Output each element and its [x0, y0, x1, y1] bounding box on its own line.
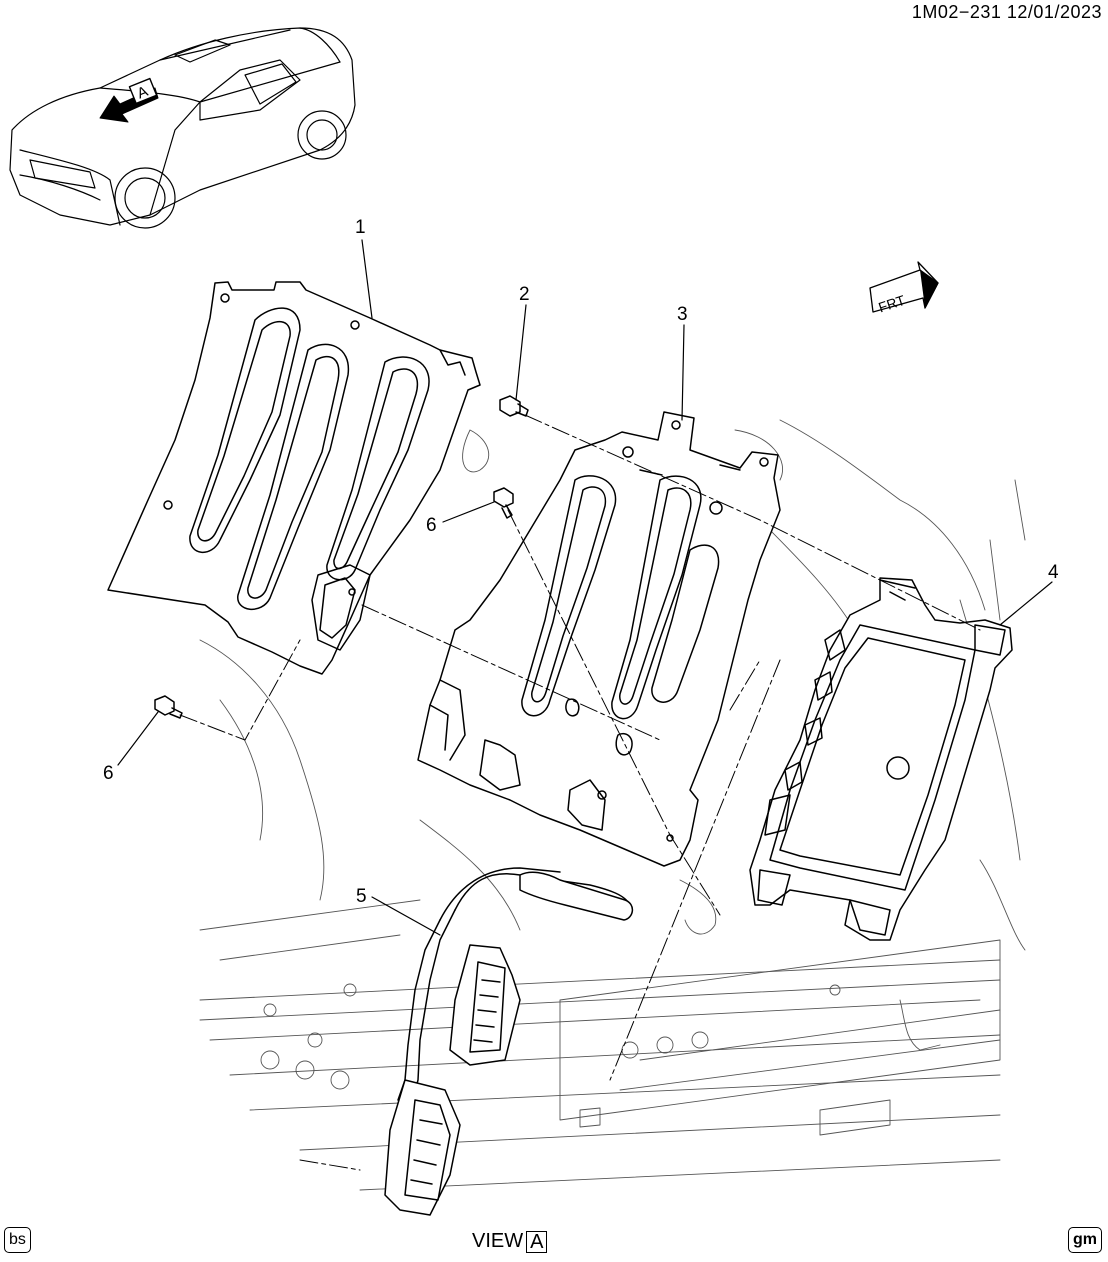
part-1-shield-panel	[107, 281, 481, 675]
diagram-reference-code: 1M02−231 12/01/2023	[911, 2, 1102, 22]
gm-logo-badge: gm	[1068, 1227, 1102, 1253]
vehicle-inset	[9, 27, 356, 229]
floor-holes	[260, 983, 841, 1090]
part-5-wiring-harness	[384, 867, 634, 1216]
bs-badge: bs	[4, 1227, 31, 1253]
view-letter-badge: A	[526, 1230, 548, 1253]
callout-1: 1	[355, 217, 366, 238]
fastener-6-lower-bolt	[154, 695, 183, 719]
callout-6-upper: 6	[426, 515, 437, 536]
callout-leaders	[117, 239, 1053, 936]
fastener-2-bolt	[499, 395, 529, 417]
callout-4: 4	[1048, 562, 1059, 583]
view-caption: VIEW A	[472, 1230, 548, 1253]
front-direction-marker: FRT	[869, 261, 939, 315]
callout-6-lower: 6	[103, 763, 114, 784]
callout-3: 3	[677, 304, 688, 325]
callout-5: 5	[356, 886, 367, 907]
view-letter-box	[128, 77, 158, 105]
assembly-lines	[179, 414, 981, 1171]
fastener-6-upper-bolt	[493, 487, 514, 519]
view-label: VIEW	[472, 1230, 524, 1252]
callout-2: 2	[519, 284, 530, 305]
part-4-control-module	[749, 577, 1013, 941]
part-3-mounting-bracket	[417, 411, 781, 867]
